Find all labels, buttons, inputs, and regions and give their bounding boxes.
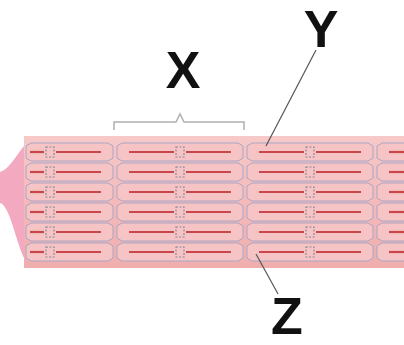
- m-line: [306, 187, 314, 197]
- filament: [56, 151, 101, 153]
- filament: [56, 191, 101, 193]
- filament: [186, 231, 231, 233]
- filament: [389, 151, 404, 153]
- filament: [259, 151, 304, 153]
- filament: [129, 151, 174, 153]
- sarcomere-outline: [26, 163, 113, 181]
- sarcomere-outline: [377, 223, 404, 241]
- fiber-body: [24, 136, 404, 268]
- filament: [30, 171, 44, 173]
- m-line: [176, 207, 184, 217]
- part-label: Y: [304, 3, 339, 55]
- filament: [259, 231, 304, 233]
- filament: [30, 191, 44, 193]
- sarcomere-outline: [26, 223, 113, 241]
- filament: [316, 191, 361, 193]
- sarcomere-outline: [26, 203, 113, 221]
- sarcomere-outline: [247, 163, 373, 181]
- filament: [389, 251, 404, 253]
- sarcomere-outline: [117, 243, 243, 261]
- filament: [259, 191, 304, 193]
- m-line: [176, 167, 184, 177]
- filament: [30, 211, 44, 213]
- filament: [30, 251, 44, 253]
- filament: [129, 171, 174, 173]
- sarcomere-outline: [26, 143, 113, 161]
- sarcomere-outline: [26, 243, 113, 261]
- filament: [389, 191, 404, 193]
- m-line: [176, 187, 184, 197]
- m-line: [46, 167, 54, 177]
- filament: [56, 211, 101, 213]
- sarcomere-outline: [247, 183, 373, 201]
- filament: [129, 251, 174, 253]
- sarcomere-outline: [377, 243, 404, 261]
- m-line: [176, 147, 184, 157]
- filament: [186, 251, 231, 253]
- sarcomere-outline: [247, 223, 373, 241]
- filament: [56, 171, 101, 173]
- filament: [316, 231, 361, 233]
- filament: [186, 171, 231, 173]
- m-line: [46, 207, 54, 217]
- filament: [316, 171, 361, 173]
- filament: [389, 211, 404, 213]
- sarcomere-outline: [377, 143, 404, 161]
- sarcomere-outline: [117, 223, 243, 241]
- sarcomere-outline: [377, 203, 404, 221]
- filament: [259, 171, 304, 173]
- sarcomere-outline: [247, 243, 373, 261]
- filament: [186, 191, 231, 193]
- leader-line: [266, 50, 316, 146]
- sarcomere-outline: [247, 203, 373, 221]
- sarcomere-outline: [117, 203, 243, 221]
- filament: [129, 191, 174, 193]
- m-line: [46, 227, 54, 237]
- sarcomere-outline: [26, 183, 113, 201]
- sarcomere-outline: [117, 143, 243, 161]
- filament: [389, 231, 404, 233]
- filament: [129, 231, 174, 233]
- m-line: [306, 227, 314, 237]
- filament: [259, 251, 304, 253]
- m-line: [46, 147, 54, 157]
- sarcomere-outline: [117, 183, 243, 201]
- filament: [186, 211, 231, 213]
- m-line: [306, 167, 314, 177]
- filament: [56, 231, 101, 233]
- filament: [30, 151, 44, 153]
- m-line: [306, 247, 314, 257]
- filament: [186, 151, 231, 153]
- filament: [30, 231, 44, 233]
- m-line: [306, 207, 314, 217]
- myofibrils: [26, 143, 404, 261]
- filament: [56, 251, 101, 253]
- m-line: [176, 227, 184, 237]
- m-line: [46, 187, 54, 197]
- leader-line: [256, 254, 278, 294]
- bracket: [114, 114, 244, 130]
- filament: [389, 171, 404, 173]
- part-label: Z: [271, 290, 303, 342]
- m-line: [46, 247, 54, 257]
- filament: [316, 151, 361, 153]
- sarcomere-outline: [377, 183, 404, 201]
- sarcomere-outline: [117, 163, 243, 181]
- filament: [316, 211, 361, 213]
- filament: [316, 251, 361, 253]
- filament: [259, 211, 304, 213]
- sarcomere-outline: [377, 163, 404, 181]
- part-label: X: [166, 44, 201, 96]
- filament: [129, 211, 174, 213]
- m-line: [306, 147, 314, 157]
- m-line: [176, 247, 184, 257]
